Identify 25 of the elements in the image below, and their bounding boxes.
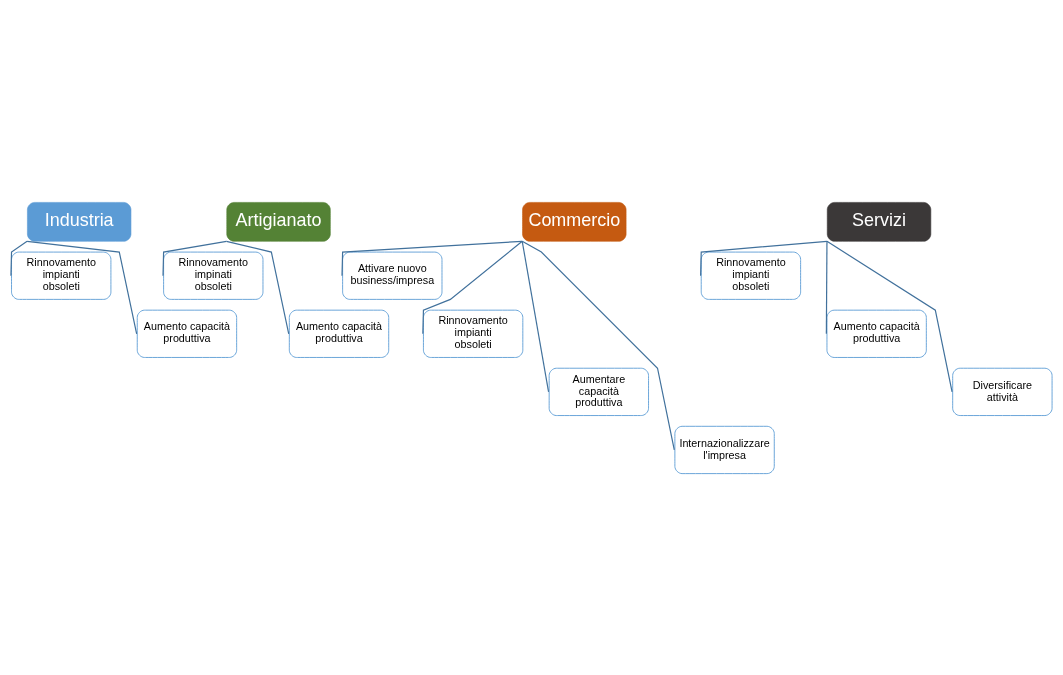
connector	[700, 240, 828, 276]
node-box: Commercio	[522, 201, 627, 242]
node-box: Attivare nuovo business/impresa	[342, 251, 443, 300]
node-box: Aumento capacità produttiva	[288, 309, 390, 358]
node-box: Aumento capacità produttiva	[826, 309, 927, 358]
node-box: Artigianato	[226, 201, 331, 242]
connector	[825, 240, 828, 334]
connector	[162, 240, 228, 276]
connector	[521, 240, 675, 451]
node-box: Aumento capacità produttiva	[136, 309, 238, 358]
connector	[521, 240, 550, 392]
node-box: Rinnovamento impianti obsoleti	[700, 251, 802, 300]
connector	[225, 240, 290, 334]
node-box: Industria	[27, 201, 132, 242]
connector	[26, 240, 138, 334]
node-box: Internazionalizzare l'impresa	[674, 425, 775, 474]
node-box: Aumentare capacità produttiva	[548, 367, 649, 416]
node-box: Servizi	[826, 201, 932, 242]
connector	[341, 240, 523, 276]
connector	[10, 240, 28, 276]
node-box: Rinnovamento impinati obsoleti	[163, 251, 264, 300]
node-box: Rinnovamento impianti obsoleti	[423, 309, 524, 358]
node-box: Rinnovamento impianti obsoleti	[11, 251, 112, 300]
connector	[422, 240, 523, 334]
node-box: Diversificare attività	[952, 367, 1053, 416]
